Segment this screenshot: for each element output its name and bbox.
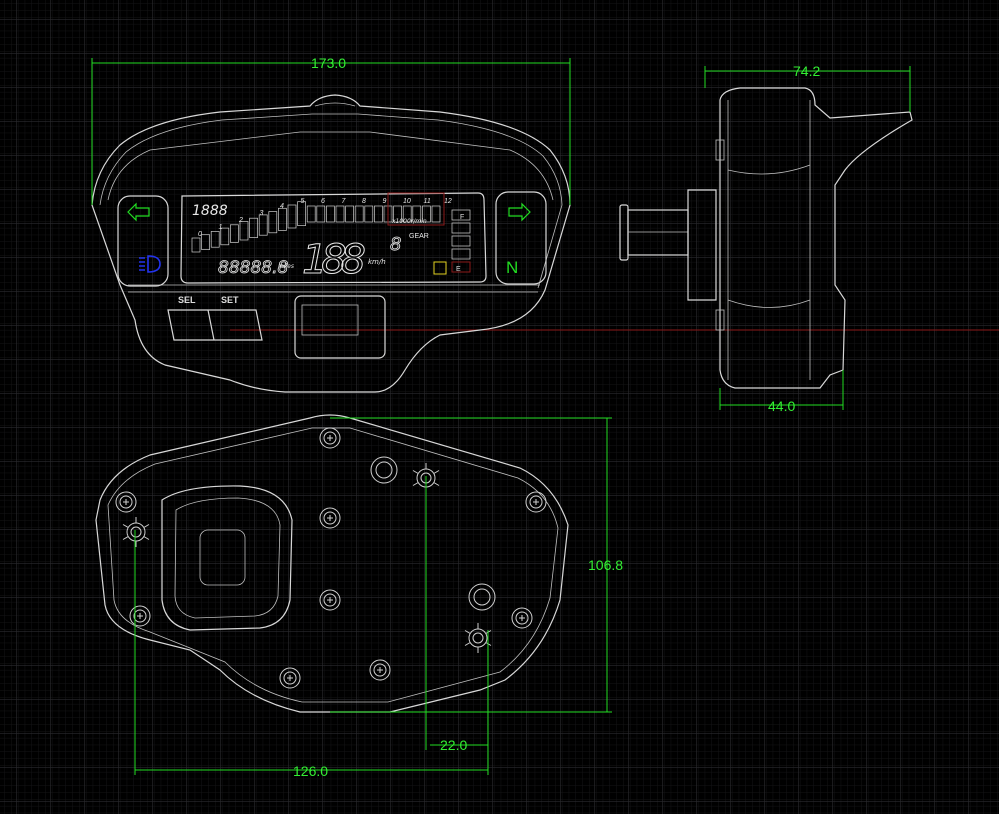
tach-number: 4 [280, 203, 284, 210]
tach-number: 10 [403, 198, 411, 205]
screw-icon [319, 507, 341, 529]
tach-segment [278, 207, 287, 231]
odometer-unit: miles [278, 263, 294, 270]
right-turn-signal-icon [508, 202, 531, 222]
tach-segment [345, 205, 354, 223]
lcd-screen [180, 192, 487, 284]
screw-icon [319, 589, 341, 611]
tach-segment [316, 205, 326, 223]
tach-number: 12 [444, 198, 452, 205]
screw-icon [129, 605, 151, 627]
tach-bar-graph [191, 201, 441, 253]
sel-set-buttons[interactable] [167, 309, 263, 341]
tach-segment [422, 205, 431, 223]
tach-segment [268, 211, 278, 234]
left-indicator-pod [117, 195, 169, 287]
tach-segment [249, 217, 258, 238]
rear-view [95, 414, 569, 713]
tach-number: 7 [342, 198, 347, 205]
boss-icon [370, 456, 398, 484]
dim-front-width: 173.0 [311, 55, 346, 71]
center-housing [294, 295, 386, 359]
tach-segment [230, 224, 239, 243]
tach-number: 1 [219, 224, 223, 231]
gear-display: 8 [390, 234, 401, 255]
tach-segment [201, 234, 210, 250]
tach-segment [402, 205, 412, 223]
tach-number: 2 [238, 217, 243, 224]
tach-number: 11 [424, 198, 431, 205]
screw-icon [115, 491, 137, 513]
tach-number: 8 [362, 198, 366, 205]
tach-number: 0 [198, 231, 202, 238]
screw-icon [279, 667, 301, 689]
screw-icon [525, 491, 547, 513]
mounting-screws [115, 427, 547, 689]
tach-segment [258, 214, 268, 236]
tach-number: 6 [321, 198, 325, 205]
screw-icon [511, 607, 533, 629]
boss-icon [468, 583, 496, 611]
fuel-full-label: F [460, 214, 464, 221]
screw-icon [319, 427, 341, 449]
tach-segment [210, 231, 220, 248]
neutral-indicator: N [506, 258, 518, 277]
tach-segment [431, 205, 441, 223]
sel-label: SEL [178, 295, 196, 305]
left-turn-signal-icon [127, 202, 150, 222]
gear-label: GEAR [409, 233, 429, 240]
tach-segment [306, 205, 316, 223]
odometer-display: 88888.8 [218, 258, 288, 278]
screw-icon [369, 659, 391, 681]
dimensions: 173.0 74.2 44.0 106.8 126.0 22.0 [91, 55, 911, 779]
stud-icon [122, 517, 150, 547]
right-indicator-pod [495, 191, 547, 285]
trip-display: 1888 [192, 203, 228, 219]
tach-segment [354, 205, 364, 223]
redline-zone [387, 192, 445, 226]
tach-segment [364, 205, 374, 223]
side-view [619, 87, 913, 389]
tach-segment [239, 221, 249, 241]
tach-segment [297, 201, 306, 226]
fuel-empty-label: E [456, 266, 461, 273]
dim-side-base: 44.0 [768, 398, 795, 414]
dim-rear-height: 106.8 [588, 557, 623, 573]
dim-rear-mount-width: 126.0 [293, 763, 328, 779]
tach-segment [220, 227, 230, 246]
tach-unit: x1000r/min [391, 218, 427, 225]
speed-unit: km/h [368, 258, 386, 266]
tach-segment [191, 237, 201, 253]
tach-segment [393, 205, 402, 223]
connector-housing [161, 485, 293, 631]
tach-segment [326, 205, 335, 223]
tach-segment [335, 205, 345, 223]
speed-display: 188 [302, 237, 366, 283]
dim-rear-mount-offset: 22.0 [440, 737, 467, 753]
tach-segment [412, 205, 422, 223]
tach-number: 3 [260, 210, 264, 217]
fuel-pump-icon [433, 261, 447, 275]
tach-number: 9 [383, 198, 387, 205]
tach-segment [374, 205, 383, 223]
tach-segment [287, 204, 297, 229]
set-label: SET [221, 295, 239, 305]
high-beam-icon [139, 255, 161, 273]
dim-side-depth: 74.2 [793, 63, 820, 79]
fuel-gauge: F E [433, 209, 471, 275]
